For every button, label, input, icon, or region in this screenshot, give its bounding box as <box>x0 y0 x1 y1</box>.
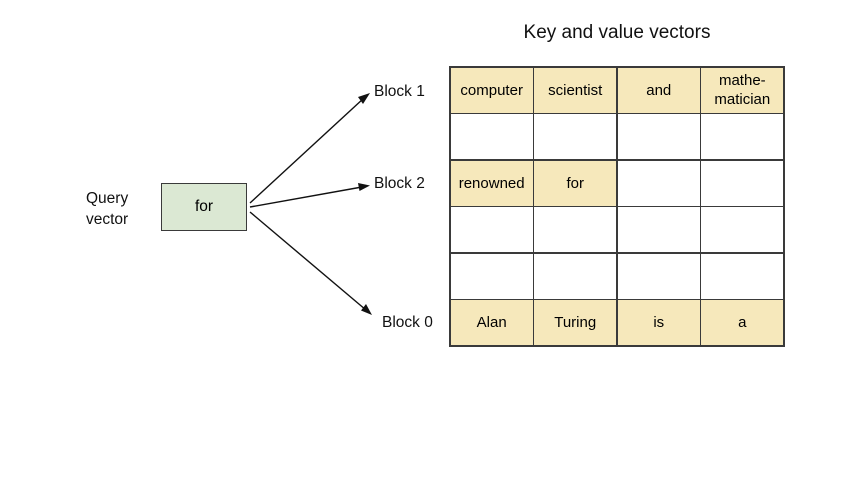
kv-cell: and <box>617 67 700 113</box>
kv-cell: renowned <box>450 160 533 206</box>
kv-cell <box>701 253 784 299</box>
kv-cell: mathe-matician <box>701 67 784 113</box>
kv-cell: Alan <box>450 300 533 346</box>
query-vector-label: Query vector <box>86 190 129 228</box>
kv-cell <box>617 160 700 206</box>
kv-cell <box>450 114 533 160</box>
kv-cell: a <box>701 300 784 346</box>
kv-cell: Turing <box>534 300 617 346</box>
diagram-title: Key and value vectors <box>523 22 711 43</box>
kv-cell <box>617 207 700 253</box>
query-vector-box: for <box>161 183 247 231</box>
kv-cell: for <box>534 160 617 206</box>
kv-cell <box>534 253 617 299</box>
block-0-label: Block 0 <box>382 314 433 331</box>
kv-cell <box>701 207 784 253</box>
key-value-table: computer scientist and mathe-matician re… <box>449 66 785 347</box>
query-box-text: for <box>194 198 214 215</box>
kv-cell <box>701 114 784 160</box>
kv-cell <box>450 207 533 253</box>
kv-cell <box>534 114 617 160</box>
arrow-to-block-0 <box>249 211 372 315</box>
arrow-to-block-2 <box>249 183 370 208</box>
kv-cell <box>534 207 617 253</box>
kv-cell <box>617 114 700 160</box>
block-1-label: Block 1 <box>374 83 425 100</box>
kv-cell: is <box>617 300 700 346</box>
kv-cell <box>450 253 533 299</box>
kv-cell: scientist <box>534 67 617 113</box>
kv-cell: computer <box>450 67 533 113</box>
kv-cell <box>617 253 700 299</box>
kv-cell <box>701 160 784 206</box>
arrow-to-block-1 <box>249 93 370 204</box>
block-2-label: Block 2 <box>374 175 425 192</box>
